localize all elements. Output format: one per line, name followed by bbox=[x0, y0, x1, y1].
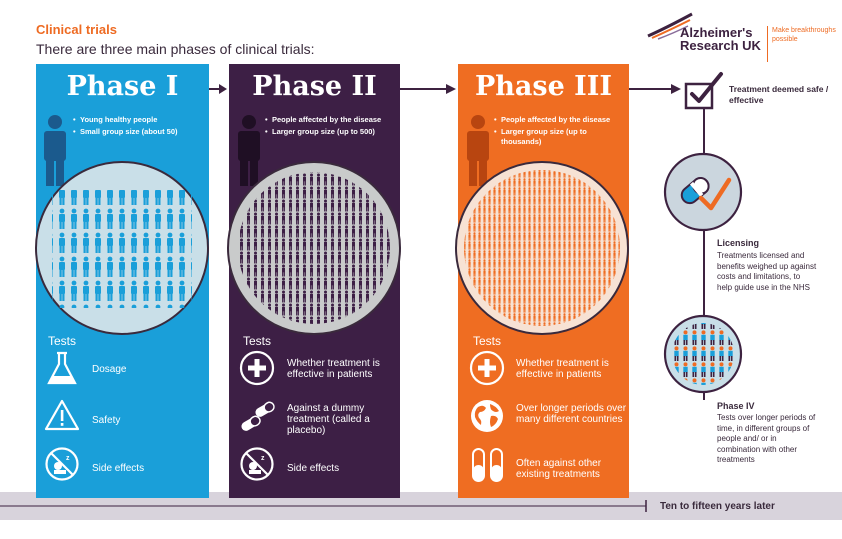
crowd-circle-phase2 bbox=[227, 161, 401, 335]
phase-3-bullets: People affected by the disease Larger gr… bbox=[494, 115, 626, 147]
bullet-participants: People affected by the disease bbox=[494, 115, 626, 125]
bullet-group-size: Small group size (about 50) bbox=[73, 127, 205, 137]
phase-3-tests-label: Tests bbox=[473, 334, 502, 348]
licensing-text: Treatments licensed and benefits weighed… bbox=[717, 251, 817, 292]
crowd-circle-phase3 bbox=[455, 161, 629, 335]
phase-1-title: Phase I bbox=[66, 71, 179, 102]
svg-text:z: z bbox=[261, 455, 265, 462]
page-title: There are three main phases of clinical … bbox=[36, 41, 315, 57]
crowd-circle-phase1 bbox=[35, 161, 209, 335]
phase-1-test-safety: Safety bbox=[92, 415, 121, 426]
phase-1-test-dosage: Dosage bbox=[92, 364, 127, 375]
svg-text:z: z bbox=[66, 455, 70, 462]
phase-1-bullets: Young healthy people Small group size (a… bbox=[73, 115, 205, 137]
timeline-label: Ten to fifteen years later bbox=[660, 501, 775, 512]
sleep-no-icon: z bbox=[240, 447, 274, 481]
person-icon-phase1 bbox=[44, 115, 66, 186]
warning-icon bbox=[44, 399, 80, 431]
phase-3-test-existing-treatments: Often against other existing treatments bbox=[516, 458, 602, 480]
globe-icon bbox=[471, 400, 503, 432]
licensing-circle-icon bbox=[663, 152, 743, 232]
phase-4-text: Tests over longer periods of time, in di… bbox=[717, 413, 816, 464]
bullet-group-size: Larger group size (up to 500) bbox=[265, 127, 397, 137]
phase-2-test-side-effects: Side effects bbox=[287, 463, 340, 474]
logo-divider bbox=[767, 26, 768, 62]
checkbox-check-icon bbox=[684, 72, 723, 110]
phase-4-circle-icon bbox=[663, 314, 743, 394]
bullet-participants: Young healthy people bbox=[73, 115, 205, 125]
arrow-phase2-to-3-icon bbox=[400, 84, 456, 94]
capsule-icon bbox=[472, 448, 503, 482]
person-icon-phase2 bbox=[238, 115, 260, 186]
pills-icon bbox=[241, 401, 275, 431]
person-icon-phase3 bbox=[467, 115, 489, 186]
phase-1-test-side-effects: Side effects bbox=[92, 463, 145, 474]
phase-2-test-effective: Whether treatment is effective in patien… bbox=[287, 358, 380, 380]
kicker: Clinical trials bbox=[36, 22, 117, 37]
licensing-title: Licensing bbox=[717, 238, 760, 248]
phase-2-bullets: People affected by the disease Larger gr… bbox=[265, 115, 397, 137]
phase-2-title: Phase II bbox=[252, 71, 377, 102]
phase-3-title: Phase III bbox=[474, 71, 613, 102]
plus-icon bbox=[239, 350, 275, 386]
bullet-participants: People affected by the disease bbox=[265, 115, 397, 125]
timeline-arrow bbox=[0, 500, 647, 512]
phase-3-test-longer-periods: Over longer periods over many different … bbox=[516, 403, 627, 425]
phase-1-tests-label: Tests bbox=[48, 334, 77, 348]
phase-4-title: Phase IV bbox=[717, 401, 755, 411]
logo-tagline: Make breakthroughs possible bbox=[772, 27, 836, 43]
flask-icon bbox=[47, 351, 77, 385]
arrow-phase1-to-2-icon bbox=[209, 84, 227, 94]
logo-swoosh-icon bbox=[647, 12, 693, 40]
arrow-phase3-to-approval-icon bbox=[629, 84, 681, 94]
phase-3-test-effective: Whether treatment is effective in patien… bbox=[516, 358, 609, 380]
phase-2-test-placebo: Against a dummy treatment (called a plac… bbox=[287, 403, 370, 436]
logo-name: Alzheimer's Research UK bbox=[680, 25, 761, 53]
phase-2-tests-label: Tests bbox=[243, 334, 272, 348]
plus-icon bbox=[469, 350, 505, 386]
approval-text: Treatment deemed safe / effective bbox=[729, 84, 829, 105]
bullet-group-size: Larger group size (up to thousands) bbox=[494, 127, 626, 147]
sleep-no-icon: z bbox=[45, 447, 79, 481]
